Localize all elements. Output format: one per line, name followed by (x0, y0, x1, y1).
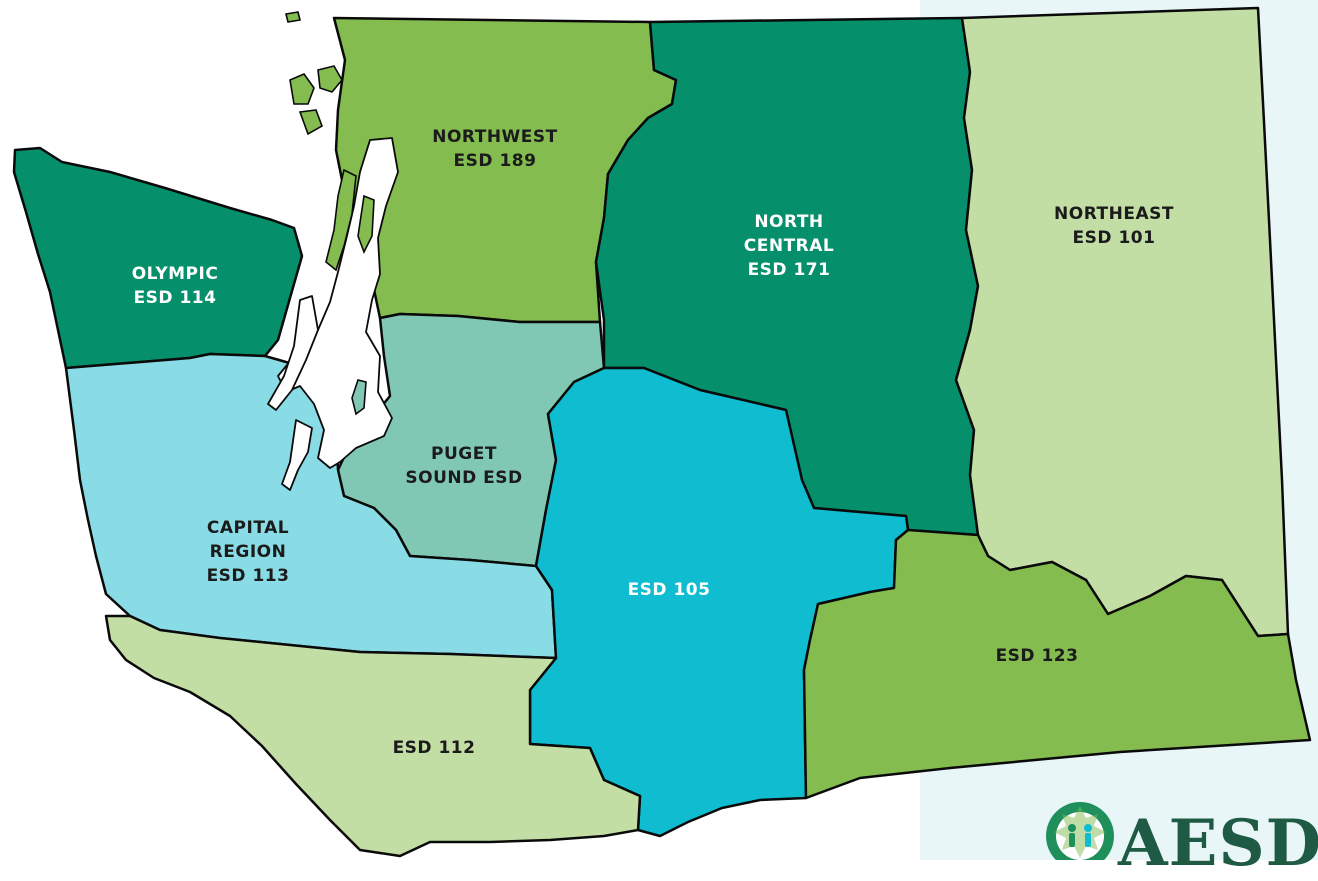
region-esd-123[interactable] (802, 528, 1312, 800)
label-esd-112: ESD 112 (392, 738, 476, 758)
label-capital-region: CAPITAL REGION ESD 113 (206, 518, 290, 586)
label-northeast: NORTHEAST ESD 101 (1054, 204, 1174, 248)
aesd-logo-text: AESD (1118, 806, 1318, 881)
region-esd-105[interactable] (528, 366, 910, 838)
label-puget-sound: PUGET SOUND ESD (405, 444, 523, 488)
washington-esd-map (12, 6, 1312, 858)
aesd-logo (1046, 802, 1114, 860)
aesd-flower-emblem-icon (1046, 802, 1114, 860)
whidbey-island (325, 168, 357, 272)
camano-island (357, 194, 375, 254)
label-esd-105: ESD 105 (627, 580, 711, 600)
label-esd-123: ESD 123 (995, 646, 1079, 666)
region-northeast[interactable] (954, 6, 1290, 638)
label-northwest: NORTHWEST ESD 189 (432, 127, 558, 171)
south-sound-inlet-water (281, 419, 313, 491)
small-island-nw (285, 11, 301, 23)
label-olympic: OLYMPIC ESD 114 (131, 264, 219, 308)
label-north-central: NORTH CENTRAL ESD 171 (743, 212, 835, 280)
san-juan-island (289, 73, 315, 105)
region-olympic[interactable] (12, 146, 304, 370)
vashon-island (351, 379, 367, 416)
orcas-island (317, 65, 343, 93)
lopez-island (298, 109, 323, 136)
hood-canal-water (267, 295, 319, 411)
region-esd-112[interactable] (104, 614, 642, 858)
